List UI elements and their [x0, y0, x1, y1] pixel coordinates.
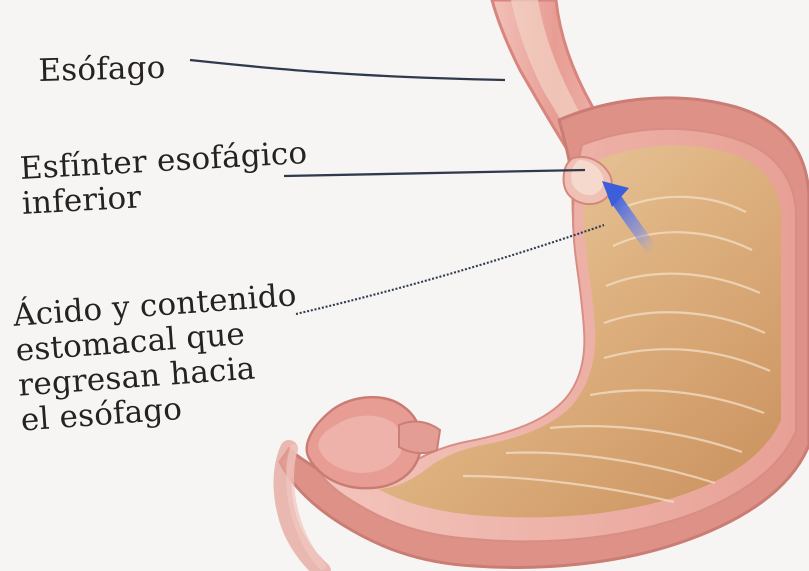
acido-contenido-estomacal-label: Ácido y contenido estomacal que regresan… — [12, 278, 305, 438]
acido-leader-line — [296, 225, 604, 314]
pylorus — [399, 422, 440, 454]
esofago-leader-line — [190, 60, 505, 80]
esofago-label: Esófago — [38, 51, 166, 89]
esfinter-leader-line — [284, 170, 585, 176]
